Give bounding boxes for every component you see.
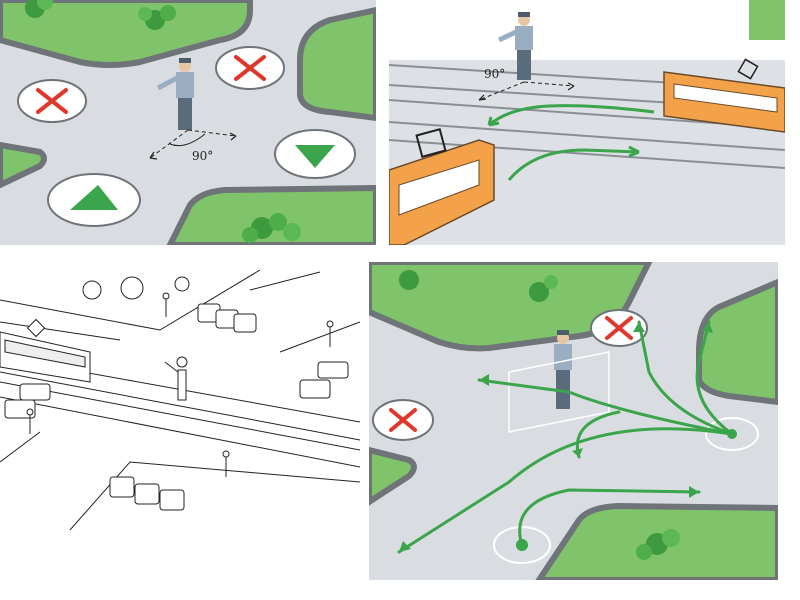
forbidden-sign-icon	[372, 399, 434, 441]
forbidden-sign-icon	[590, 309, 648, 347]
panel-allowed-movements	[369, 262, 778, 580]
traffic-officer-icon	[156, 58, 194, 130]
tree-icon	[25, 0, 301, 243]
tram-icon	[0, 318, 91, 383]
tree-icon	[82, 276, 190, 300]
panel-line-drawing-intersection	[0, 262, 360, 530]
car-icon	[4, 303, 349, 511]
tree-icon	[399, 270, 680, 560]
angle-label: 90°	[484, 67, 505, 81]
forbidden-sign-icon	[17, 79, 87, 123]
tram-icon	[389, 128, 495, 245]
panel-officer-side-view: 90°	[0, 0, 376, 245]
go-arrow-sign-icon	[274, 129, 356, 179]
angle-label: 90°	[192, 149, 213, 163]
panel-tram-crossing: 90°	[389, 0, 785, 245]
forbidden-sign-icon	[215, 46, 285, 90]
traffic-officer-icon	[497, 12, 533, 80]
tram-icon	[663, 58, 785, 133]
go-arrow-sign-icon	[47, 173, 141, 227]
traffic-officer-icon	[164, 356, 188, 401]
pedestrian-icon	[26, 292, 334, 477]
traffic-officer-icon	[554, 330, 572, 409]
